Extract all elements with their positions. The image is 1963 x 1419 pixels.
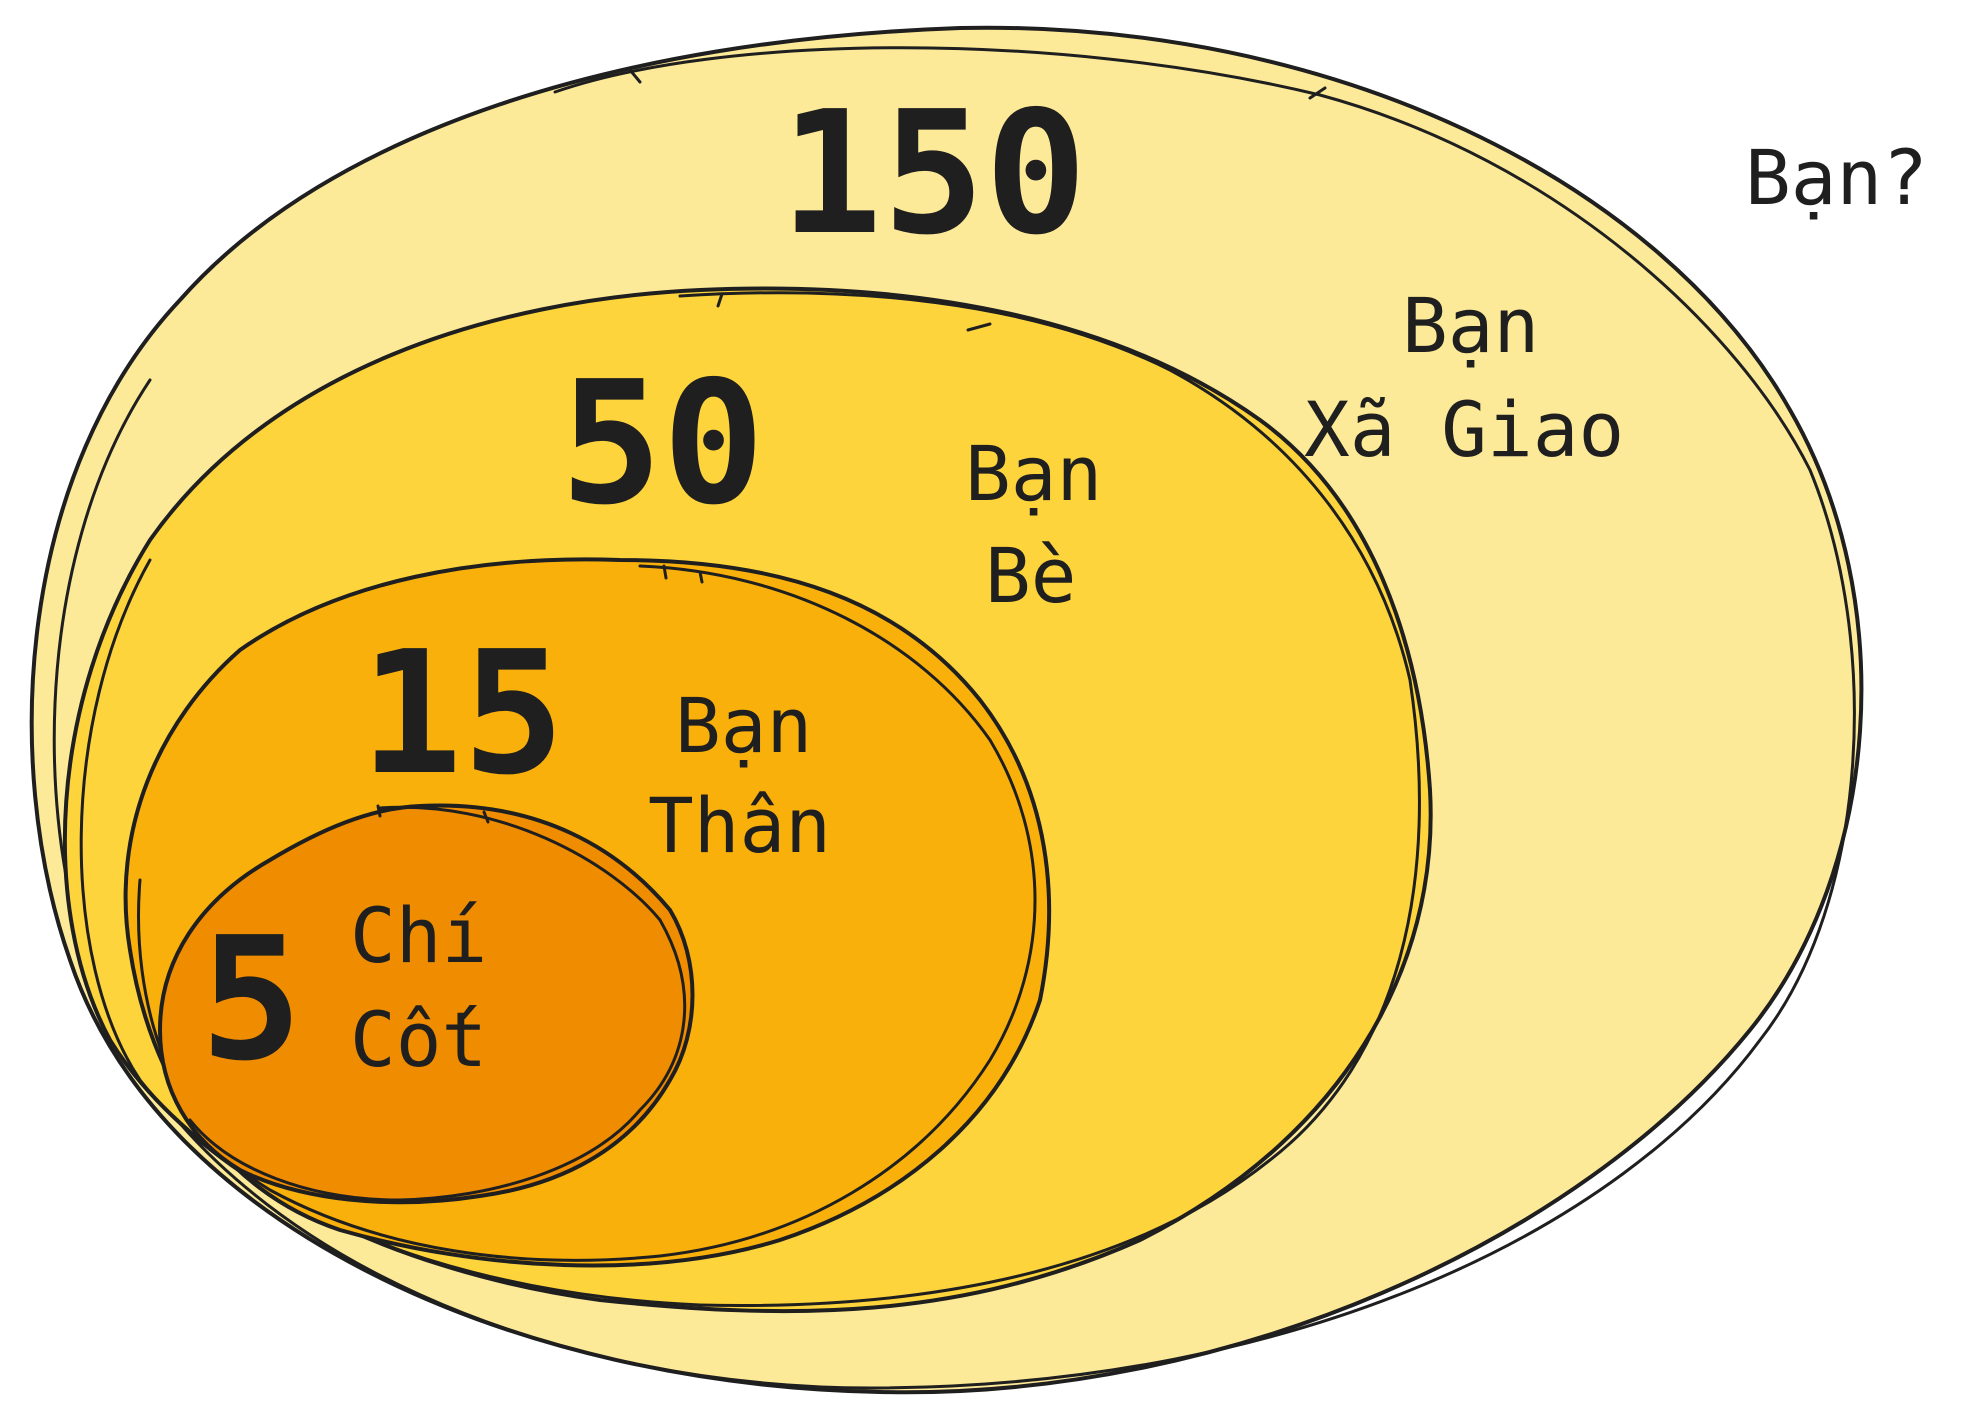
ring-150-label-line2: Xã Giao	[1304, 385, 1624, 474]
ring-5-sketch-tick	[376, 804, 490, 824]
ring-15-outline	[123, 557, 1052, 1268]
ring-5-sketch-stroke	[188, 805, 687, 1202]
ring-5-fill	[160, 805, 693, 1203]
ring-50-sketch-tick	[716, 292, 992, 332]
ring-5-outline	[157, 803, 695, 1205]
ring-5-label-line2: Cốt	[350, 995, 487, 1084]
ring-15-number: 15	[360, 615, 565, 813]
outside-label: Bạn?	[1745, 133, 1928, 222]
ring-15-label-line1: Bạn	[675, 681, 812, 770]
ring-50-label-line1: Bạn	[965, 429, 1102, 518]
ring-150-sketch-tick	[628, 68, 1327, 100]
ring-15-sketch-tick	[662, 564, 704, 584]
ring-5-label-line1: Chí	[350, 891, 487, 980]
ring-15-label-line2: Thân	[648, 781, 831, 870]
ring-5	[157, 803, 695, 1205]
ring-150-label-line1: Bạn	[1402, 281, 1539, 370]
ring-150-outline	[29, 25, 1864, 1395]
ring-150-number: 150	[780, 75, 1087, 273]
ring-50-label-line2: Bè	[985, 531, 1077, 620]
ring-50-number: 50	[560, 345, 765, 543]
ring-50-outline	[62, 286, 1433, 1314]
ring-5-number: 5	[200, 901, 302, 1099]
ring-50-sketch-stroke	[79, 291, 1421, 1307]
